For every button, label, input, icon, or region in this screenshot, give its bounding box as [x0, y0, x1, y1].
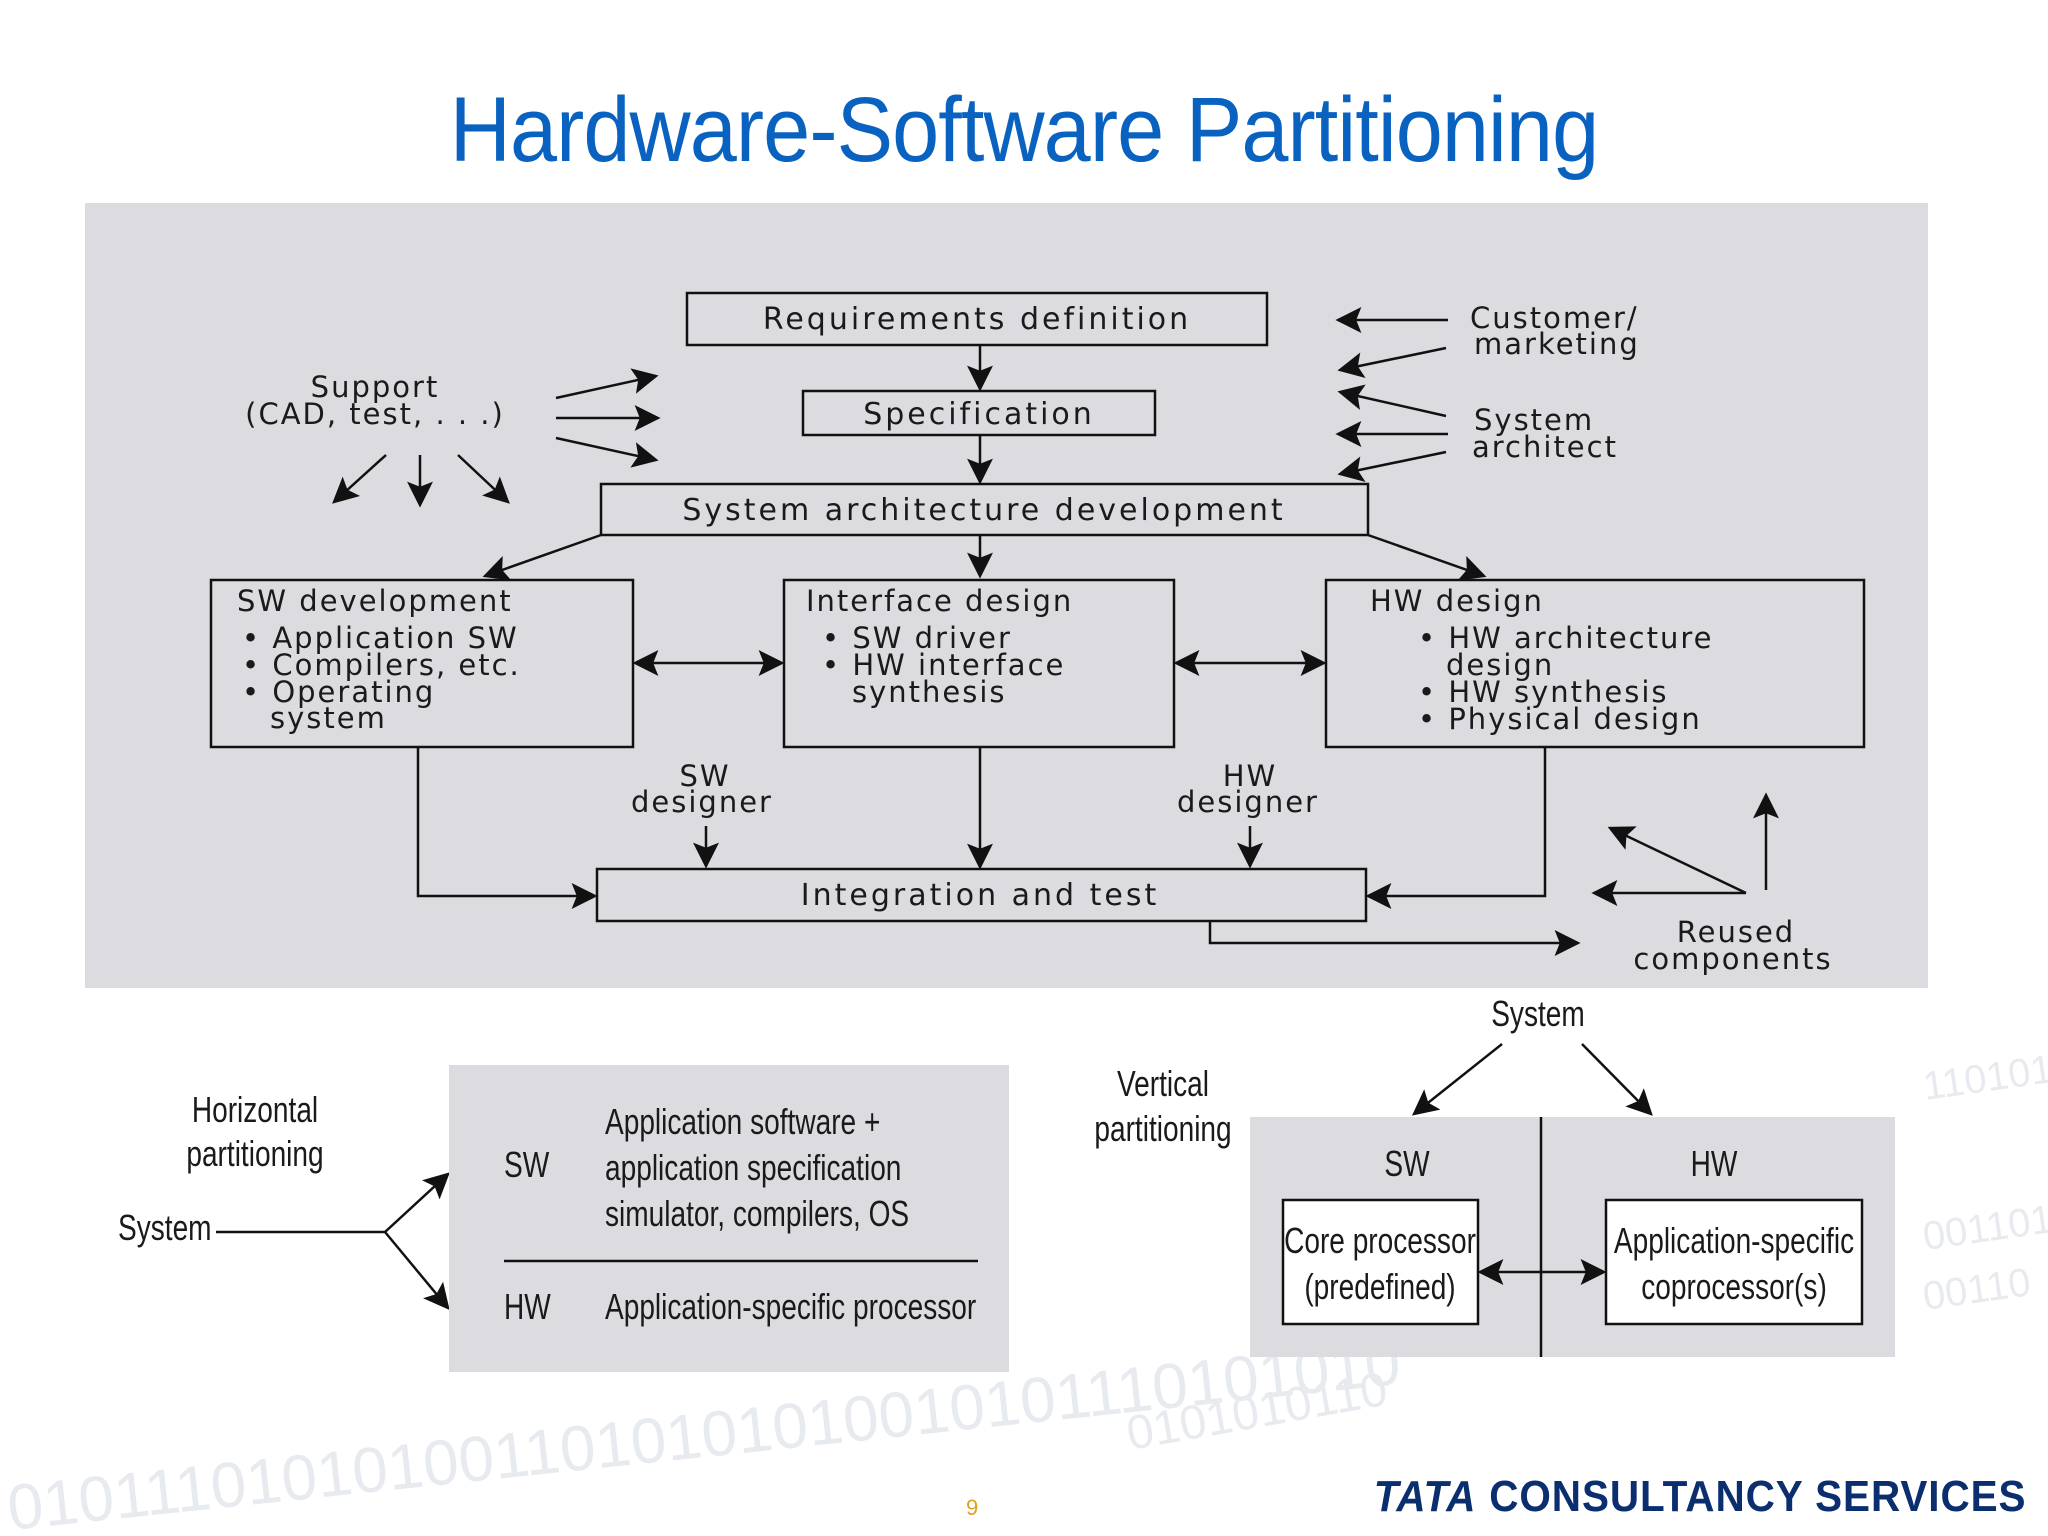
interface-line-1: • SW driver — [822, 621, 1012, 655]
sw-designer-sublabel: designer — [631, 785, 773, 819]
customer-label: Customer/ — [1470, 301, 1639, 335]
core-processor-label: Core processor — [1284, 1221, 1476, 1261]
support-arrow-1 — [555, 368, 659, 400]
horizontal-sw-label: SW — [504, 1145, 550, 1185]
system-arrow-sw — [384, 1172, 450, 1233]
page-number: 9 — [966, 1495, 979, 1520]
interface-design-title: Interface design — [806, 584, 1073, 618]
flow-panel — [85, 203, 1928, 988]
coprocessor-label: Application-specific — [1614, 1221, 1854, 1261]
vertical-partitioning-diagram: Vertical partitioning System SW HW Core … — [1094, 994, 1895, 1357]
arrow-sw-integration — [416, 747, 598, 909]
requirements-box — [685, 291, 1269, 347]
hw-design-line-2: design — [1446, 648, 1554, 682]
hw-design-line-4: • Physical design — [1418, 702, 1702, 736]
coprocessor-sublabel: coprocessor(s) — [1641, 1267, 1827, 1307]
horizontal-hw-label: HW — [504, 1287, 551, 1327]
support-label: Support — [311, 370, 440, 404]
svg-text:001101: 001101 — [1920, 1197, 2048, 1259]
horizontal-system-label: System — [118, 1208, 212, 1248]
vertical-hw-label: HW — [1691, 1144, 1738, 1184]
svg-text:110101: 110101 — [1920, 1047, 2048, 1109]
arrow-arch-sw — [482, 533, 602, 581]
sw-designer-label: SW — [679, 759, 730, 793]
vertical-sublabel: partitioning — [1094, 1109, 1231, 1149]
architect-arrow-3 — [1337, 450, 1447, 482]
horizontal-sw-text-2: application specification — [605, 1148, 901, 1188]
architect-label: System — [1474, 403, 1594, 437]
support-down-arrow-3 — [457, 454, 510, 504]
marketing-label: marketing — [1474, 327, 1640, 361]
sw-dev-line-4: system — [270, 701, 387, 735]
arrow-arch-hw — [1367, 533, 1487, 581]
vertical-system-label: System — [1491, 994, 1585, 1034]
design-flow-diagram: Requirements definition Specification Sy… — [85, 203, 1928, 988]
architect-sublabel: architect — [1472, 430, 1618, 464]
horizontal-hw-text: Application-specific processor — [605, 1287, 976, 1327]
hw-design-line-3: • HW synthesis — [1418, 675, 1669, 709]
system-arch-label: System architecture development — [682, 493, 1285, 528]
sw-development-title: SW development — [237, 584, 513, 618]
integration-label: Integration and test — [801, 878, 1159, 913]
horizontal-sw-text-1: Application software + — [605, 1102, 880, 1142]
arrow-hw-integration — [1365, 747, 1547, 909]
horizontal-label: Horizontal — [192, 1090, 318, 1130]
support-down-arrow-1 — [332, 454, 387, 504]
specification-label: Specification — [863, 397, 1095, 432]
hw-design-line-1: • HW architecture — [1418, 621, 1714, 655]
slide-title: Hardware-Software Partitioning — [449, 79, 1599, 181]
reused-sublabel: components — [1633, 942, 1832, 976]
sw-dev-line-3: • Operating — [242, 675, 435, 709]
hw-design-title: HW design — [1370, 584, 1544, 618]
horizontal-panel — [449, 1065, 1009, 1372]
core-processor-sublabel: (predefined) — [1304, 1267, 1455, 1307]
vertical-label: Vertical — [1117, 1064, 1209, 1104]
support-arrow-3 — [555, 436, 659, 468]
vertical-arrow-hw — [1581, 1043, 1653, 1116]
svg-text:00110: 00110 — [1920, 1260, 2033, 1319]
hw-designer-label: HW — [1223, 759, 1277, 793]
company-logo-brand: TATA — [1373, 1472, 1476, 1521]
interface-line-3: synthesis — [852, 675, 1007, 709]
horizontal-partitioning-diagram: Horizontal partitioning System SW Applic… — [118, 1065, 1009, 1372]
customer-arrow-2 — [1337, 346, 1447, 378]
reused-label: Reused — [1677, 915, 1795, 949]
interface-line-2: • HW interface — [822, 648, 1065, 682]
sw-dev-line-2: • Compilers, etc. — [242, 648, 521, 682]
hw-designer-sublabel: designer — [1177, 785, 1319, 819]
architect-arrow-1 — [1337, 384, 1447, 418]
horizontal-sublabel: partitioning — [186, 1134, 323, 1174]
arrow-integration-reused — [1208, 921, 1581, 956]
company-logo-name: CONSULTANCY SERVICES — [1488, 1472, 2026, 1521]
system-arrow-hw — [384, 1231, 450, 1311]
vertical-arrow-sw — [1411, 1043, 1503, 1116]
vertical-sw-label: SW — [1384, 1144, 1430, 1184]
requirements-label: Requirements definition — [763, 302, 1191, 337]
coprocessor-box — [1604, 1198, 1864, 1326]
horizontal-sw-text-3: simulator, compilers, OS — [605, 1194, 909, 1234]
support-sublabel: (CAD, test, . . .) — [245, 397, 505, 431]
sw-dev-line-1: • Application SW — [242, 621, 519, 655]
reused-arrow-diagonal — [1607, 826, 1747, 895]
